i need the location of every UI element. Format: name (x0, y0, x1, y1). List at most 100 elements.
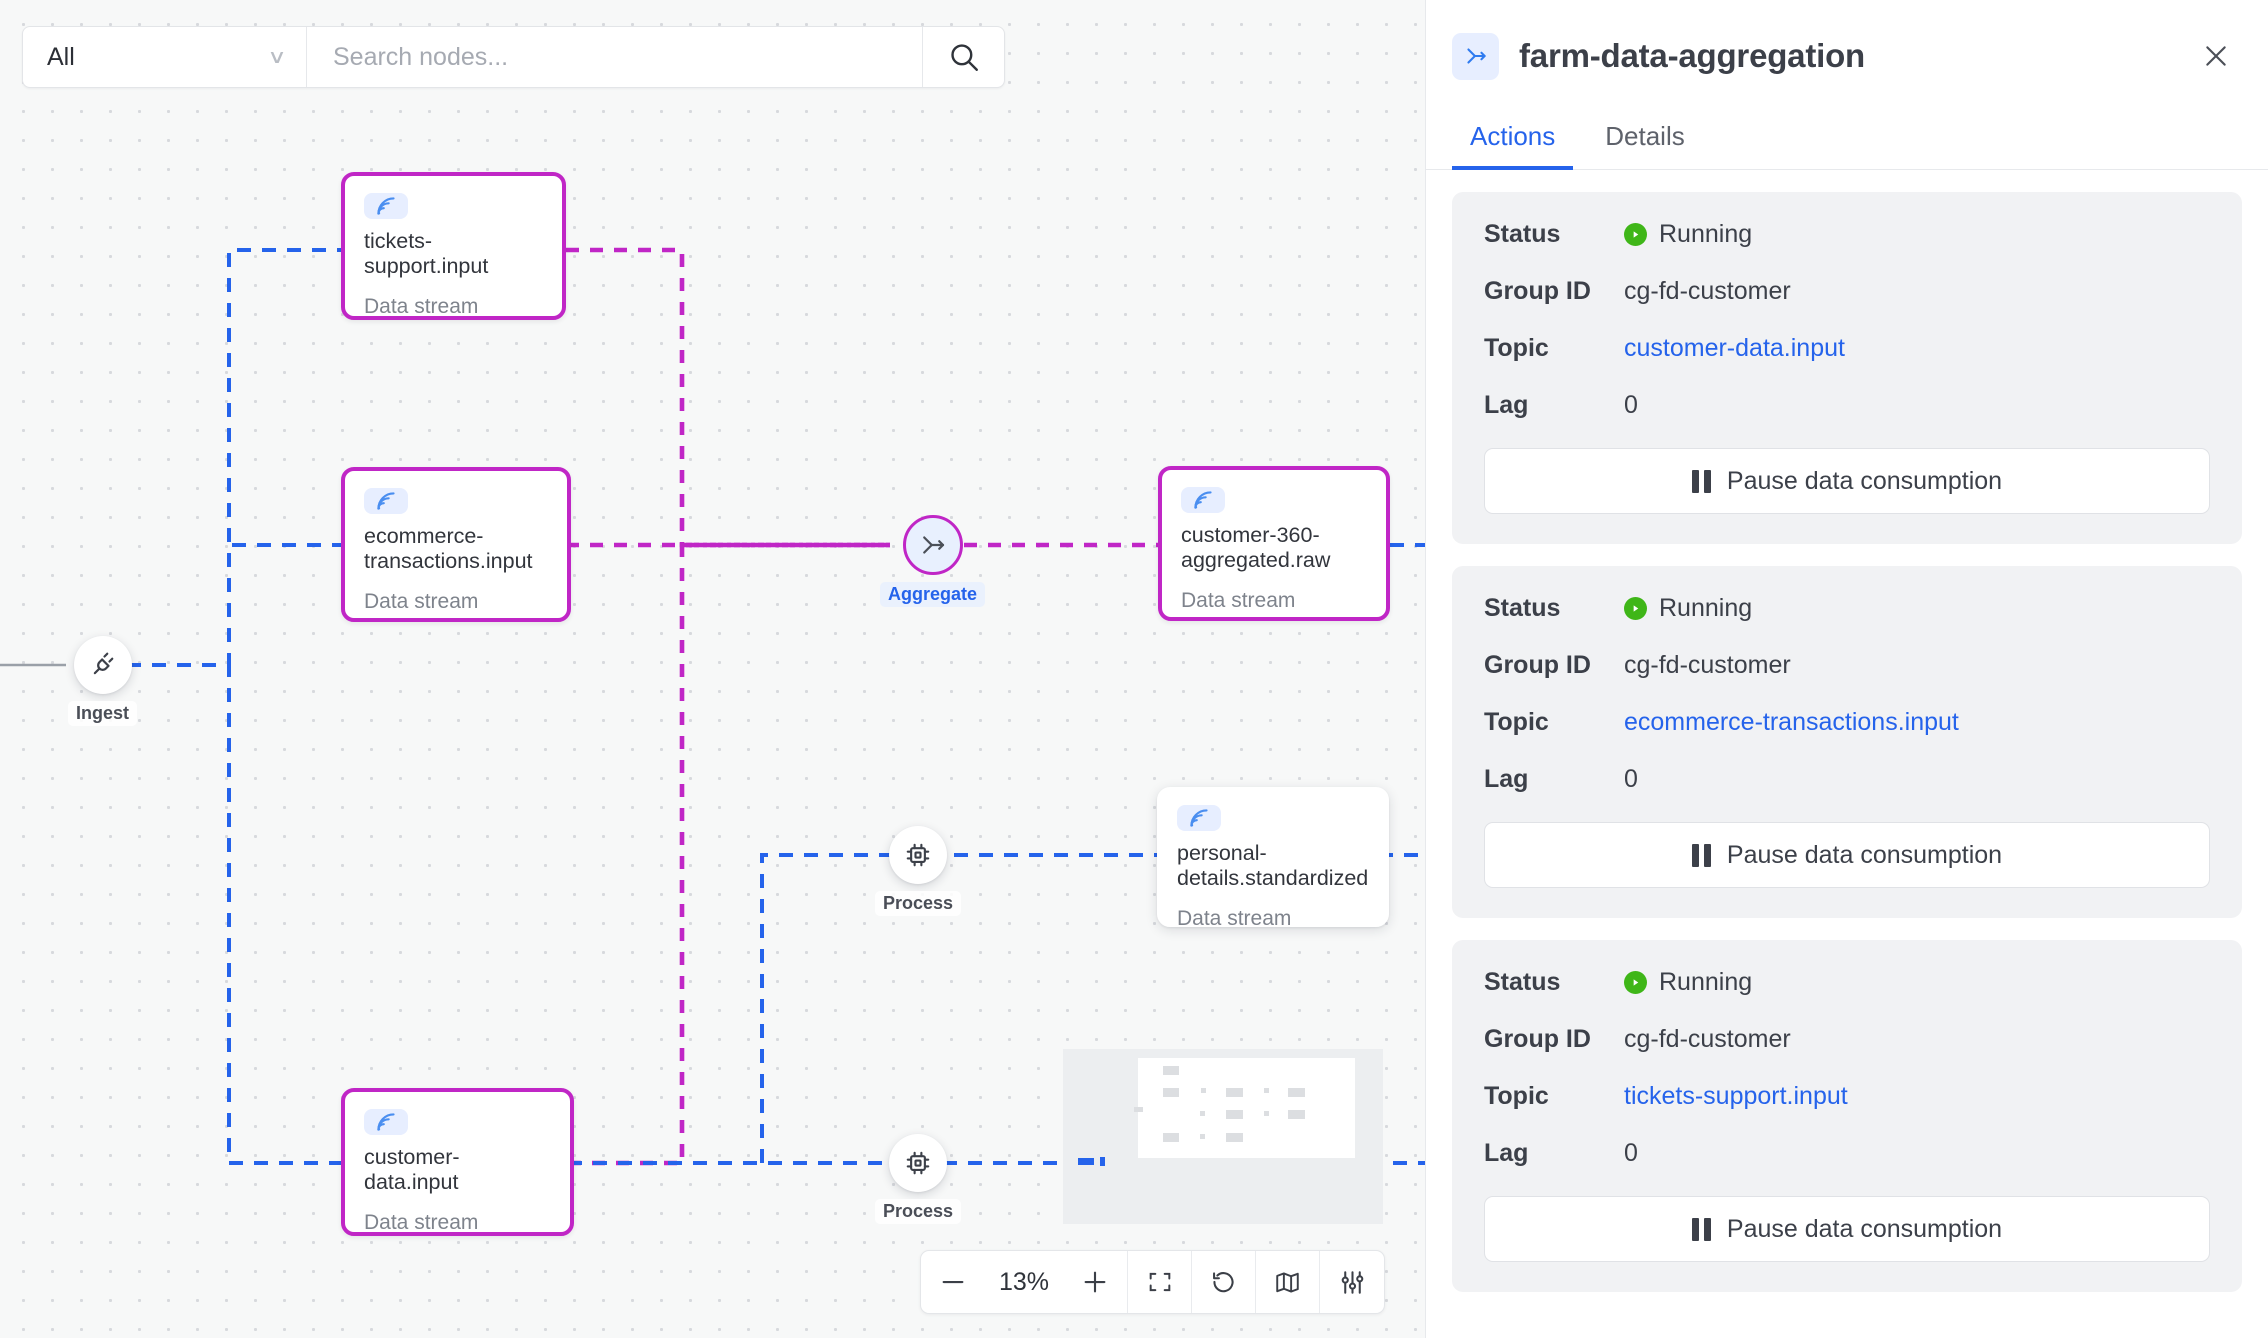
node-title: personal-details.standardized (1177, 841, 1369, 891)
consumer-card: Status Running Group ID cg-fd-customer T… (1452, 940, 2242, 1292)
search-input[interactable] (307, 27, 922, 87)
group-id-label: Group ID (1484, 651, 1591, 679)
pause-consumption-button[interactable]: Pause data consumption (1484, 822, 2210, 888)
node-type-filter-value: All (47, 42, 75, 71)
fit-screen-icon (1149, 1272, 1170, 1292)
zoom-in-button[interactable] (1063, 1267, 1127, 1297)
topic-row: Topic ecommerce-transactions.input (1484, 708, 2210, 737)
sliders-icon (1341, 1270, 1363, 1294)
node-process-upper[interactable]: Process (875, 826, 962, 916)
close-button[interactable] (2196, 36, 2236, 76)
play-glyph (1633, 605, 1639, 612)
tab-actions[interactable]: Actions (1452, 121, 1574, 170)
status-label: Status (1484, 220, 1561, 248)
pause-icon (1691, 843, 1711, 867)
minimap[interactable] (1063, 1049, 1383, 1224)
minimap-node (1226, 1110, 1243, 1119)
node-subtitle: Data stream (1177, 907, 1292, 931)
group-id-value: cg-fd-customer (1624, 651, 1791, 679)
canvas-toolbar[interactable]: 13% (920, 1250, 1385, 1314)
pause-consumption-button[interactable]: Pause data consumption (1484, 1196, 2210, 1262)
node-process-upper-label: Process (875, 891, 962, 916)
minimap-edge-stub (1134, 1107, 1143, 1112)
pause-button-label: Pause data consumption (1726, 1214, 2003, 1243)
data-stream-glyph (377, 1113, 395, 1131)
node-process-lower-circle (889, 1134, 948, 1192)
node-ingest-label: Ingest (68, 701, 138, 726)
reset-icon (1213, 1271, 1234, 1292)
minimap-node (1200, 1111, 1205, 1116)
status-running-icon (1624, 597, 1647, 620)
pause-consumption-button[interactable]: Pause data consumption (1484, 448, 2210, 514)
panel-body: Status Running Group ID cg-fd-customer T… (1426, 170, 2268, 1338)
status-row: Status Running (1484, 594, 2210, 623)
group-id-row: Group ID cg-fd-customer (1484, 1025, 2210, 1054)
node-tickets-support-input[interactable]: tickets-support.input Data stream (341, 172, 566, 320)
node-title: customer-data.input (364, 1145, 460, 1195)
status-value: Running (1624, 968, 1752, 997)
canvas-settings-button[interactable] (1320, 1251, 1384, 1313)
consumer-card: Status Running Group ID cg-fd-customer T… (1452, 566, 2242, 918)
aggregate-icon (1452, 32, 1499, 80)
data-stream-icon (364, 1109, 408, 1135)
status-text: Running (1659, 594, 1753, 622)
pause-icon (1691, 469, 1711, 493)
details-panel: farm-data-aggregation Actions Details St… (1425, 0, 2268, 1338)
zoom-out-button[interactable] (921, 1267, 985, 1297)
node-type-filter-select[interactable]: All ∨ (23, 27, 307, 87)
node-customer-360-aggregated-raw[interactable]: customer-360-aggregated.raw Data stream (1158, 466, 1390, 621)
group-id-label: Group ID (1484, 277, 1591, 305)
minimap-node (1201, 1088, 1206, 1093)
tab-details[interactable]: Details (1605, 121, 1685, 151)
node-ecommerce-transactions-input[interactable]: ecommerce-transactions.input Data stream (341, 467, 571, 622)
status-running-icon (1624, 223, 1647, 246)
lag-label: Lag (1484, 765, 1529, 793)
status-text: Running (1659, 968, 1753, 996)
node-ingest[interactable]: Ingest (68, 636, 138, 726)
status-label: Status (1484, 594, 1561, 622)
group-id-row: Group ID cg-fd-customer (1484, 277, 2210, 306)
lag-label: Lag (1484, 1139, 1529, 1167)
minus-icon (942, 1280, 964, 1284)
aggregate-glyph (1466, 48, 1486, 64)
consumer-card: Status Running Group ID cg-fd-customer T… (1452, 192, 2242, 544)
node-customer-data-input[interactable]: customer-data.input Data stream (341, 1088, 574, 1236)
lag-row: Lag 0 (1484, 765, 2210, 794)
page-title: farm-data-aggregation (1519, 37, 1866, 74)
node-personal-details-standardized[interactable]: personal-details.standardized Data strea… (1157, 787, 1389, 930)
status-text: Running (1659, 220, 1753, 248)
fit-screen-button[interactable] (1128, 1251, 1192, 1313)
zoom-level-label: 13% (998, 1267, 1050, 1296)
status-value: Running (1624, 594, 1752, 623)
pause-button-label: Pause data consumption (1726, 466, 2003, 495)
reset-view-button[interactable] (1192, 1251, 1256, 1313)
node-process-upper-circle (889, 826, 948, 884)
status-row: Status Running (1484, 968, 2210, 997)
minimap-node (1226, 1088, 1243, 1097)
data-stream-icon (364, 193, 408, 219)
minimap-node (1288, 1110, 1305, 1119)
node-title: ecommerce-transactions.input (364, 524, 533, 574)
node-process-lower-label: Process (875, 1199, 962, 1224)
toggle-minimap-button[interactable] (1256, 1251, 1320, 1313)
minimap-node (1264, 1088, 1269, 1093)
topic-link[interactable]: customer-data.input (1624, 334, 1845, 362)
group-id-row: Group ID cg-fd-customer (1484, 651, 2210, 680)
node-search-bar[interactable]: All ∨ (22, 26, 1005, 88)
map-icon (1276, 1271, 1299, 1293)
node-aggregate[interactable]: Aggregate (880, 515, 986, 607)
node-aggregate-circle (902, 515, 963, 575)
topic-label: Topic (1484, 334, 1549, 362)
node-process-lower[interactable]: Process (875, 1134, 962, 1224)
minimap-node (1163, 1088, 1179, 1097)
data-stream-icon (1181, 487, 1225, 513)
data-stream-glyph (1194, 491, 1212, 509)
topic-link[interactable]: ecommerce-transactions.input (1624, 708, 1959, 736)
panel-header: farm-data-aggregation (1426, 0, 2268, 112)
play-glyph (1633, 979, 1639, 986)
flow-canvas[interactable]: All ∨ Ingest (0, 0, 1425, 1338)
search-button[interactable] (922, 27, 1004, 87)
topic-link[interactable]: tickets-support.input (1624, 1082, 1848, 1110)
plug-icon (93, 652, 113, 675)
